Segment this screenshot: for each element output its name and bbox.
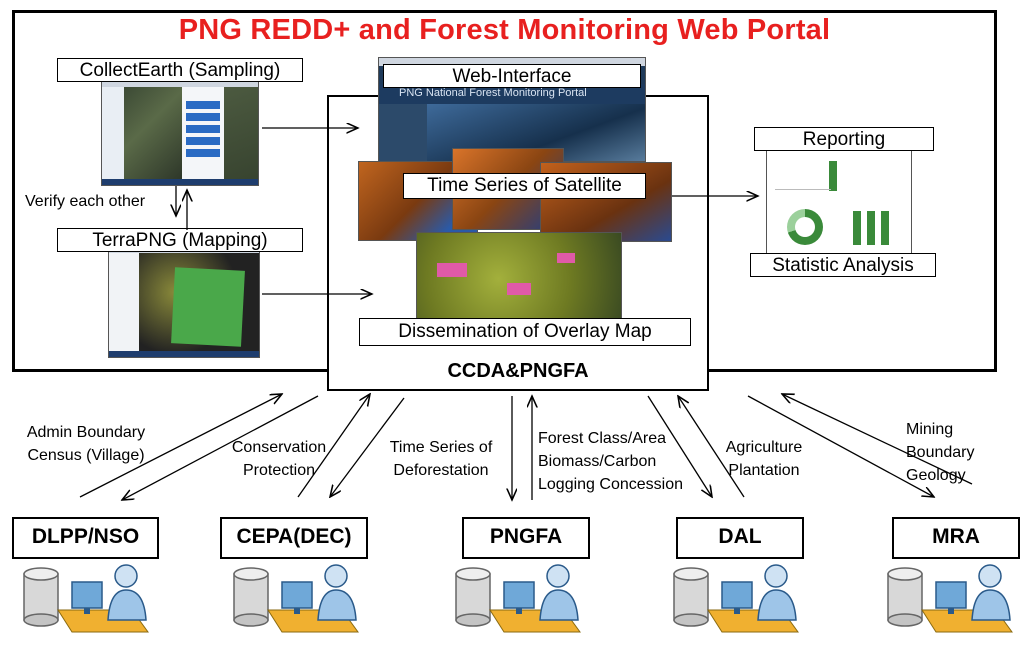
- time-series-label: Time Series of Satellite: [403, 173, 646, 199]
- terrapng-screenshot: [108, 244, 260, 358]
- collectearth-screenshot: [101, 78, 259, 186]
- arrow-center-to-dlpp: [122, 395, 319, 500]
- agency-dlpp-nso: DLPP/NSO: [12, 517, 159, 559]
- arrow-dlpp-to-center: [79, 394, 282, 498]
- database-icon: [887, 567, 923, 627]
- arrow-center-to-dal: [647, 395, 712, 497]
- ccda-pngfa-label: CCDA&PNGFA: [447, 360, 589, 382]
- database-icon: [23, 567, 59, 627]
- web-interface-label: Web-Interface: [383, 64, 641, 88]
- workstation-group: [887, 564, 1013, 633]
- web-portal-header: PNG National Forest Monitoring Portal: [399, 87, 587, 99]
- user-workstation-icon: [489, 564, 581, 633]
- arrow-cepa-to-center: [297, 394, 370, 498]
- database-icon: [673, 567, 709, 627]
- reporting-charts: [766, 146, 912, 256]
- arrow-center-to-mra: [747, 395, 934, 497]
- arrow-mra-to-center: [782, 394, 973, 485]
- user-workstation-icon: [707, 564, 799, 633]
- workstation-group: [233, 564, 359, 633]
- user-workstation-icon: [267, 564, 359, 633]
- agency-mra: MRA: [892, 517, 1020, 559]
- user-workstation-icon: [57, 564, 149, 633]
- agency-pngfa: PNGFA: [462, 517, 590, 559]
- portal-title: PNG REDD+ and Forest Monitoring Web Port…: [178, 14, 831, 46]
- reporting-label: Reporting: [754, 127, 934, 151]
- collectearth-label: CollectEarth (Sampling): [57, 58, 303, 82]
- workstation-group: [455, 564, 581, 633]
- terrapng-label: TerraPNG (Mapping): [57, 228, 303, 252]
- verify-label: Verify each other: [25, 193, 146, 210]
- overlay-map: [416, 232, 622, 326]
- statistic-label: Statistic Analysis: [750, 253, 936, 277]
- workstation-group: [23, 564, 149, 633]
- agency-dal: DAL: [676, 517, 804, 559]
- user-workstation-icon: [921, 564, 1013, 633]
- overlay-label: Dissemination of Overlay Map: [359, 318, 691, 346]
- database-icon: [233, 567, 269, 627]
- database-icon: [455, 567, 491, 627]
- workstation-group: [673, 564, 799, 633]
- arrow-center-to-cepa: [330, 397, 405, 497]
- agency-cepa-dec: CEPA(DEC): [220, 517, 368, 559]
- arrow-dal-to-center: [678, 396, 745, 498]
